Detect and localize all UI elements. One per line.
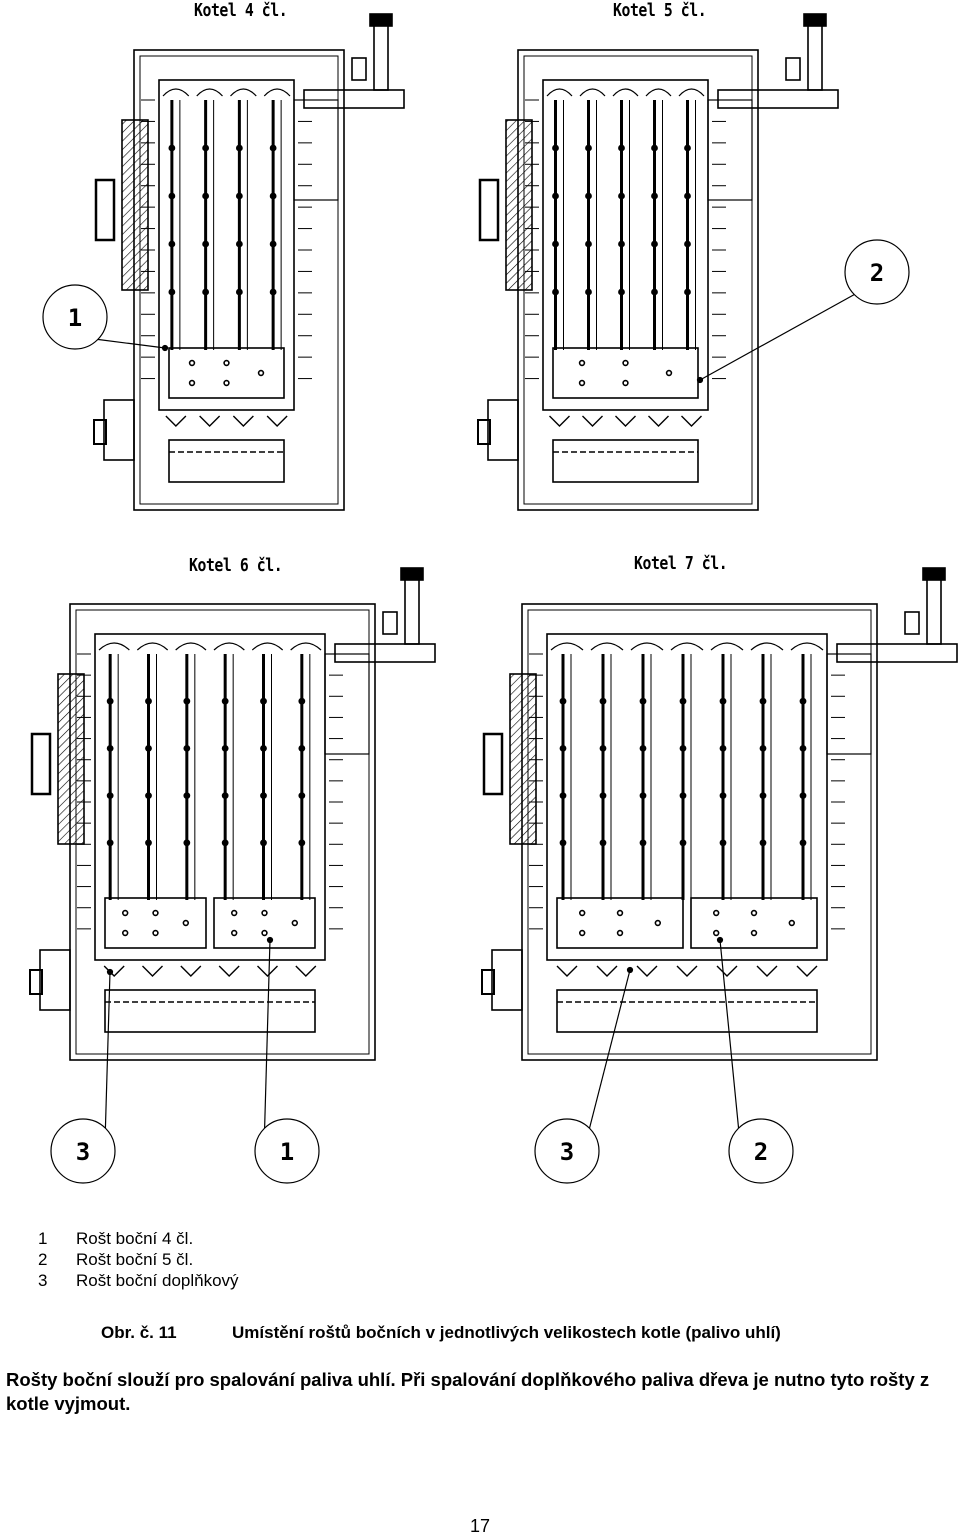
- callout-marker: 1: [42, 284, 108, 350]
- figure-caption: Umístění roštů bočních v jednotlivých ve…: [232, 1323, 781, 1342]
- callout-number: 2: [870, 259, 884, 287]
- drawing-title-kotel-5: Kotel 5 čl.: [613, 0, 707, 21]
- callout-number: 1: [280, 1138, 294, 1166]
- callout-marker: 3: [534, 1118, 600, 1184]
- legend-item: 3 Rošt boční doplňkový: [38, 1270, 239, 1291]
- callout-number: 2: [754, 1138, 768, 1166]
- legend-item-text: Rošt boční 4 čl.: [76, 1229, 194, 1248]
- boiler-drawings: 1 2 3 1 3 2: [29, 13, 958, 1184]
- drawing-title-kotel-6: Kotel 6 čl.: [189, 555, 283, 576]
- callout-number: 3: [76, 1138, 90, 1166]
- callout-number: 3: [560, 1138, 574, 1166]
- legend-item: 1 Rošt boční 4 čl.: [38, 1228, 239, 1249]
- legend-item-text: Rošt boční 5 čl.: [76, 1250, 194, 1269]
- callout-marker: 1: [254, 1118, 320, 1184]
- boiler-drawing: [481, 567, 958, 1061]
- drawing-title-kotel-4: Kotel 4 čl.: [194, 0, 288, 21]
- legend-item-text: Rošt boční doplňkový: [76, 1271, 239, 1290]
- callout-number: 1: [68, 304, 82, 332]
- boiler-drawing: [93, 13, 405, 511]
- legend-item-number: 1: [38, 1229, 48, 1248]
- callout-marker: 2: [844, 239, 910, 305]
- legend-item-number: 3: [38, 1271, 48, 1290]
- callout-marker: 3: [50, 1118, 116, 1184]
- drawing-title-kotel-7: Kotel 7 čl.: [634, 553, 728, 574]
- boiler-drawing: [477, 13, 839, 511]
- legend-item-number: 2: [38, 1250, 48, 1269]
- legend-item: 2 Rošt boční 5 čl.: [38, 1249, 239, 1270]
- page-number: 17: [469, 1516, 491, 1536]
- figure-label: Obr. č. 11: [101, 1323, 177, 1342]
- callout-marker: 2: [728, 1118, 794, 1184]
- legend: 1 Rošt boční 4 čl. 2 Rošt boční 5 čl. 3 Roš…: [38, 1228, 239, 1291]
- body-paragraph: Rošty boční slouží pro spalování paliva …: [6, 1369, 930, 1414]
- boiler-drawing: [29, 567, 436, 1061]
